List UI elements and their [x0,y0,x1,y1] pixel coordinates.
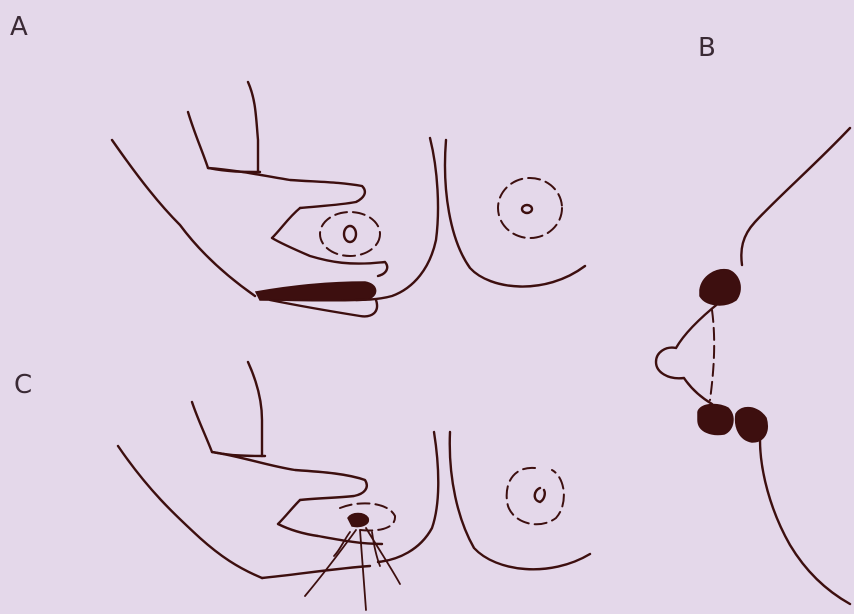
panel-b-profile-top [740,126,852,267]
panel-b-lower-finger-2 [734,406,768,443]
panel-c-left-breast [339,430,440,564]
panel-b-areola-dashed [709,309,716,401]
panel-c-right-breast [448,430,592,571]
panel-a-drawing [110,80,587,318]
panel-label-c: C [14,370,33,400]
panel-label-a: A [10,12,28,42]
panel-b-areola [654,300,722,406]
panel-c-hand [116,360,384,580]
panel-b-upper-finger [699,268,741,306]
panel-b-profile-bottom [758,438,852,606]
panel-label-b: B [698,33,716,63]
panel-c-drawing [116,360,592,611]
panel-a-hand [110,80,389,318]
panel-a-left-breast [319,136,440,302]
panel-c-milk-sprays [304,527,401,611]
panel-b-drawing [654,126,852,606]
panel-a-right-breast [443,138,587,288]
panel-b-lower-finger-1 [697,403,734,436]
